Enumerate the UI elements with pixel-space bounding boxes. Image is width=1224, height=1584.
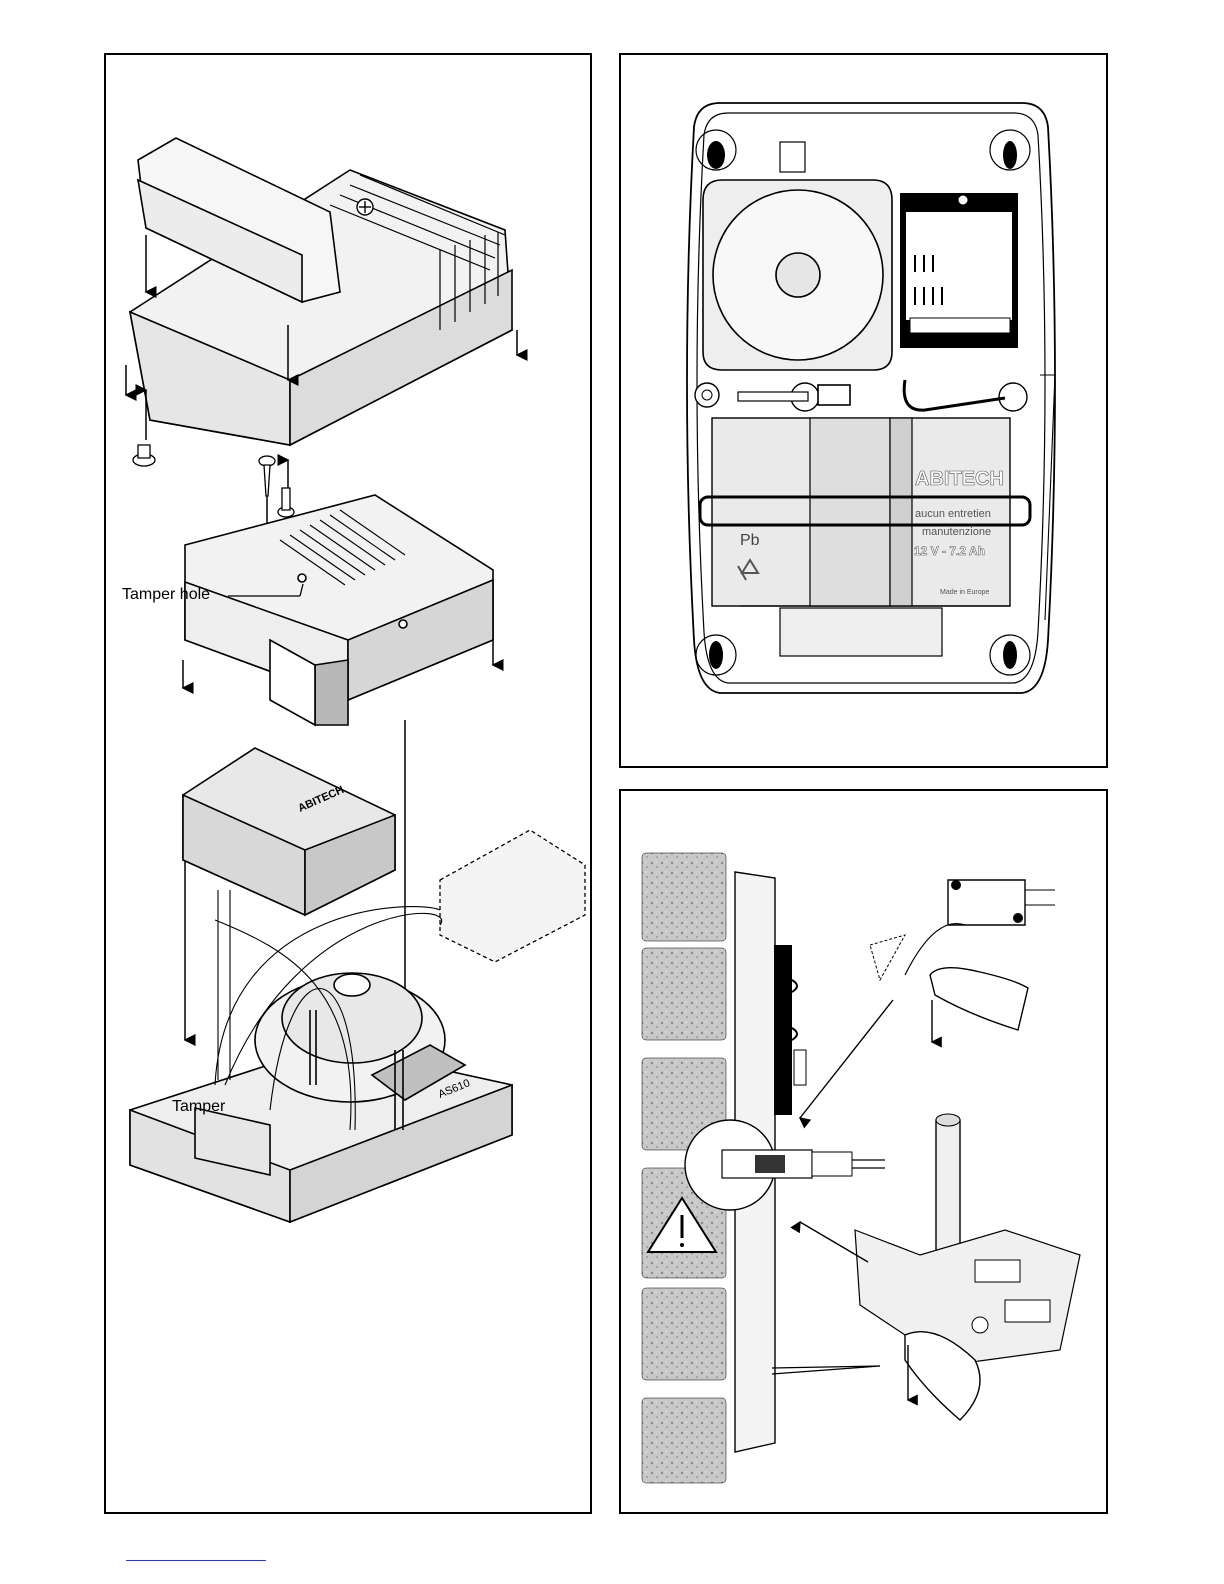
battery — [183, 748, 395, 915]
front-view-panel — [619, 53, 1108, 768]
tamper-detail-panel — [619, 789, 1108, 1514]
tamper-hole-label: Tamper hole — [122, 586, 210, 604]
footer-link-line — [126, 1560, 266, 1561]
battery-ghost — [440, 830, 585, 962]
inner-cover — [185, 495, 493, 725]
screw-icon — [357, 199, 373, 215]
tamper-label: Tamper — [172, 1098, 225, 1116]
